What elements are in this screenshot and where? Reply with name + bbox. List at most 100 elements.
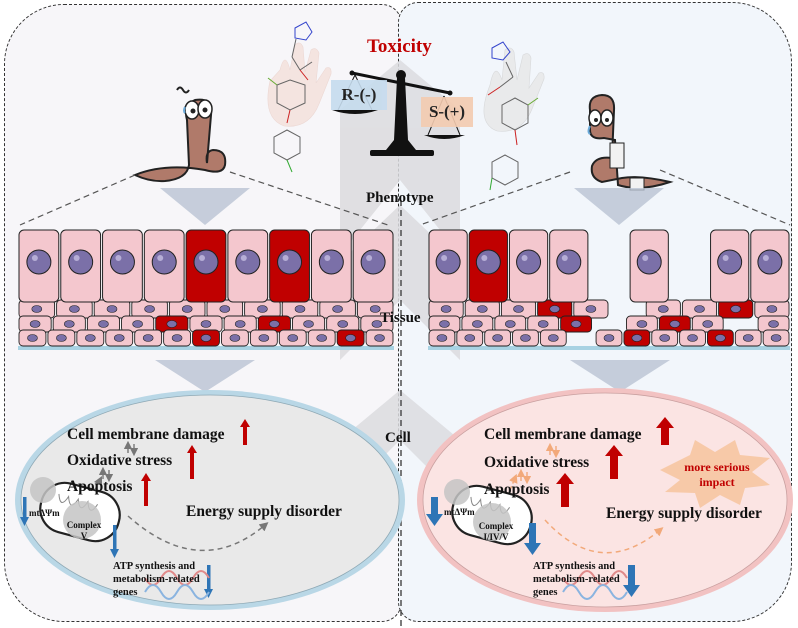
right-feedback-arrows [516,442,561,485]
columnar-cell [549,229,589,303]
damaged-tissue-illustration [428,229,790,350]
right-complex-down-arrow-icon [524,523,541,555]
right-genes-line2: metabolism-related [533,574,620,585]
small-cell [428,315,461,333]
level-label-cell: Cell [385,430,411,446]
left-genes-line2: metabolism-related [113,574,200,585]
level-label-phenotype: Phenotype [366,190,434,206]
small-cell [163,329,191,347]
basement-membrane [18,346,394,350]
small-cell [105,329,134,347]
impact-label-line1: more serious [684,460,750,474]
columnar-cell [710,229,750,303]
small-cell [734,329,762,347]
left-effect-apoptosis: Apoptosis [67,478,133,495]
small-cell [762,329,790,347]
small-cell [494,315,527,333]
damaged-small-cell [257,315,291,333]
small-cell [47,329,76,347]
columnar-cell [18,229,60,303]
small-cell [539,329,567,347]
small-cell [249,329,278,347]
cell-chevron [340,390,460,500]
s-enantiomer-pan-label: S-(+) [421,97,473,127]
right-membrane-up-arrow-icon [656,417,674,445]
small-cell [168,299,206,319]
left-genes-line3: genes [113,587,138,598]
scared-worm-icon [132,86,227,183]
small-cell [626,315,658,333]
r-enantiomer-pan-label: R-(-) [331,80,387,110]
left-mitochondrion-icon [30,477,121,543]
columnar-cell [629,229,669,303]
damaged-columnar-cell [468,229,508,303]
right-mito-potential-label: mtΔΨm [444,507,475,517]
small-cell [52,315,86,333]
right-complex-label-line1: Complex [478,521,514,531]
small-cell [292,315,326,333]
impact-label-line2: impact [699,475,735,489]
small-cell [428,299,464,319]
right-apoptosis-up-arrow-icon [556,473,574,507]
toxicity-title: Toxicity [367,36,432,57]
small-cell [18,329,47,347]
damaged-columnar-cell [269,229,310,303]
damaged-small-cell [623,329,651,347]
small-cell [76,329,105,347]
columnar-cell [60,229,102,303]
columnar-cell [102,229,143,303]
small-cell [365,329,394,347]
columnar-cell [227,229,269,303]
r-enantiomer-molecule-icon [267,21,332,173]
damaged-small-cell [718,299,754,319]
small-cell [651,329,679,347]
left-mito-potential-down-arrow-icon [20,497,29,526]
s-enantiomer-molecule-icon [483,41,545,191]
right-dna-icon [562,570,628,600]
damaged-small-cell [155,315,189,333]
left-effect-membrane-damage: Cell membrane damage [67,426,225,443]
columnar-cell [428,229,468,303]
right-effect-membrane-damage: Cell membrane damage [484,426,642,443]
small-cell [223,315,257,333]
left-energy-supply-disorder: Energy supply disorder [186,503,342,520]
right-mitochondrion-icon [444,479,533,546]
damaged-small-cell [336,329,365,347]
small-cell [512,329,539,347]
down-arrow-left-2 [155,360,255,392]
right-complex-label-line2: I/IV/V [483,532,509,542]
down-arrow-left-1 [160,188,250,225]
down-arrow-right-1 [574,188,664,225]
small-cell [221,329,249,347]
small-cell [595,329,623,347]
small-cell [527,315,560,333]
left-dna-icon [144,570,210,600]
damaged-small-cell [560,315,592,333]
basement-membrane [428,346,790,350]
left-oxidative-up-arrow-icon [187,445,197,479]
level-label-tissue: Tissue [380,310,421,326]
columnar-cell [143,229,185,303]
damaged-small-cell [192,329,220,347]
small-cell [428,329,456,347]
small-cell [360,315,394,333]
left-complex-label-line1: Complex [66,520,102,530]
right-oxidative-up-arrow-icon [605,445,623,479]
right-genes-line3: genes [533,587,558,598]
left-membrane-up-arrow-icon [240,419,250,445]
small-cell [681,299,718,319]
small-cell [18,315,52,333]
small-cell [456,329,484,347]
small-cell [281,299,319,319]
small-cell [244,299,281,319]
damaged-columnar-cell [185,229,227,303]
small-cell [679,329,706,347]
columnar-cell [508,229,549,303]
right-genes-line1: ATP synthesis and [533,561,616,572]
right-energy-supply-disorder: Energy supply disorder [606,505,762,522]
small-cell [131,299,168,319]
small-cell [484,329,511,347]
right-effect-oxidative-stress: Oxidative stress [484,454,590,471]
injured-worm-icon [587,93,674,191]
